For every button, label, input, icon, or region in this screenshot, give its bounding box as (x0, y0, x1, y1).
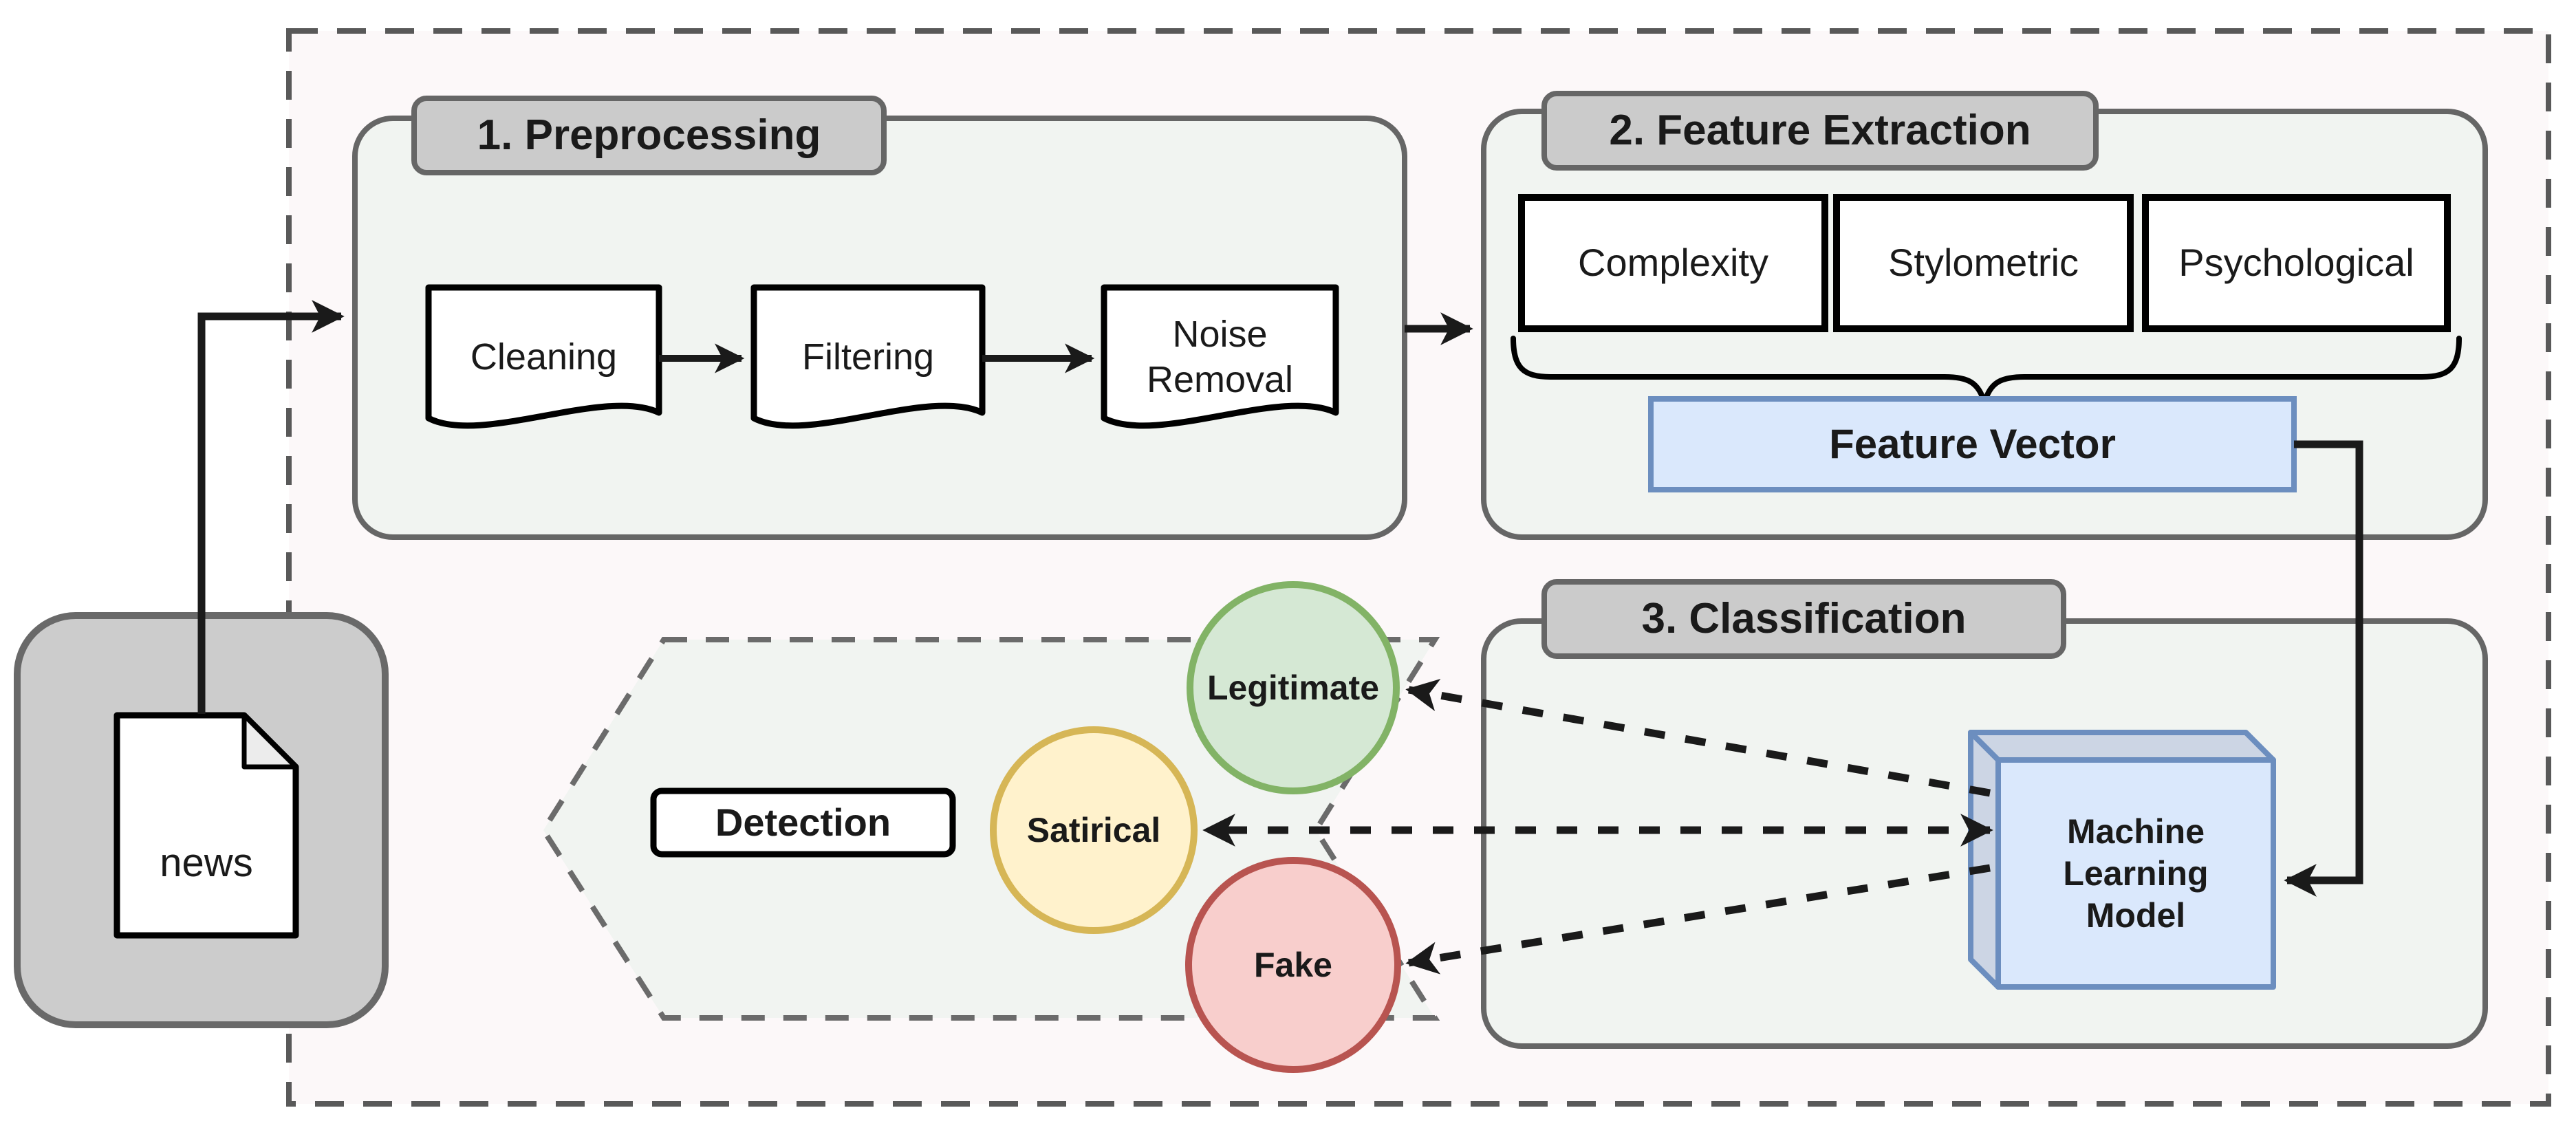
feature-box-stylometric (1833, 194, 2134, 332)
document-shape-cleaning (425, 284, 662, 429)
news-document-icon (113, 712, 299, 939)
arrow-model-to-fake (1405, 864, 1991, 975)
feature-box-psychological (2142, 194, 2451, 332)
stage-tab-preprocessing (411, 96, 887, 175)
cube-top-face (1968, 730, 2276, 763)
ml-model-cube (1968, 730, 2276, 990)
class-circle-legitimate (1187, 581, 1400, 794)
detection-box (650, 787, 956, 858)
connector-feature-vector-to-model (2284, 440, 2363, 897)
document-fold-corner (241, 713, 299, 770)
stage-tab-feature-extraction (1541, 91, 2099, 171)
cube-front-face (1995, 757, 2276, 990)
cube-left-face (1968, 730, 2001, 990)
document-shape-filtering (750, 284, 986, 429)
class-circle-satirical (990, 726, 1198, 934)
class-circle-fake (1185, 857, 1401, 1073)
feature-box-complexity (1518, 194, 1828, 332)
document-page-shape (113, 712, 299, 939)
arrow-model-to-legitimate (1405, 679, 1991, 797)
stage-tab-classification (1541, 579, 2066, 659)
arrow-news-to-preprocessing (197, 300, 345, 714)
feature-vector-box (1648, 396, 2297, 492)
document-shape-noise-removal (1101, 284, 1339, 429)
